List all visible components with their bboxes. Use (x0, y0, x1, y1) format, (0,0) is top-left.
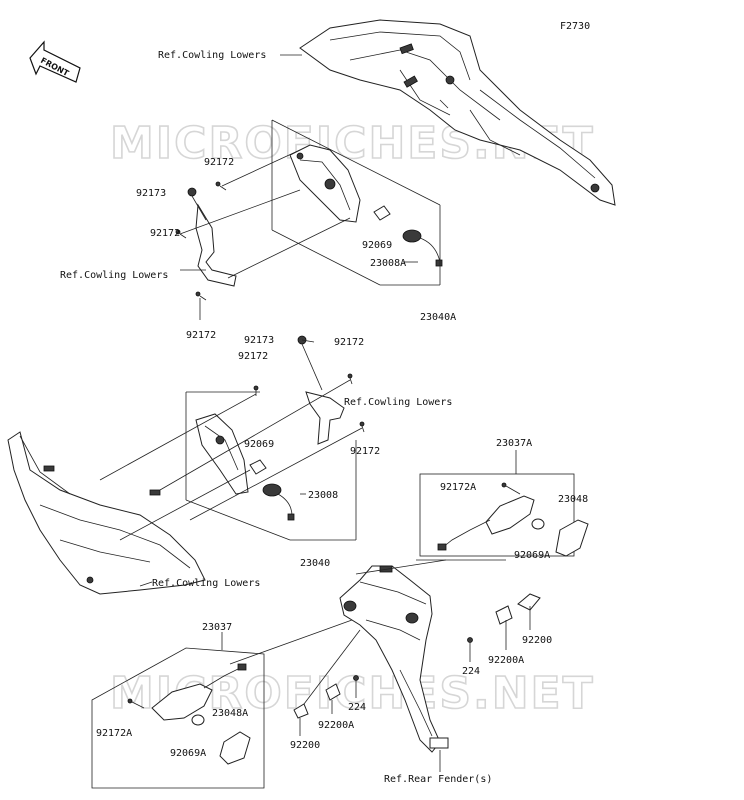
bulb-middle (249, 459, 267, 475)
label-92200A-a: 92200A (488, 655, 524, 666)
label-92172-d: 92172 (334, 337, 364, 348)
rear-fender-bracket (339, 565, 449, 753)
label-92172-b: 92172 (150, 228, 180, 239)
label-23048: 23048 (558, 494, 588, 505)
label-92172-c: 92172 (186, 330, 216, 341)
leader-lines-fender (229, 559, 531, 772)
label-ref-cowling-top: Ref.Cowling Lowers (158, 50, 266, 61)
label-92200-a: 92200 (522, 635, 552, 646)
label-23048A: 23048A (212, 708, 248, 719)
label-23040: 23040 (300, 558, 330, 569)
label-23040A: 23040A (420, 312, 456, 323)
label-92200A-b: 92200A (318, 720, 354, 731)
label-92173-a: 92173 (136, 188, 166, 199)
rear-signal-right (419, 450, 589, 557)
label-23008A: 23008A (370, 258, 406, 269)
label-92173-b: 92173 (244, 335, 274, 346)
label-92172A-b: 92172A (96, 728, 132, 739)
socket-middle (262, 483, 295, 521)
label-23008: 23008 (308, 490, 338, 501)
label-ref-cowling-left-upper: Ref.Cowling Lowers (60, 270, 168, 281)
part-labels: Ref.Cowling Lowers 92172 92173 92172 Ref… (60, 50, 588, 785)
label-92069-b: 92069 (244, 439, 274, 450)
turn-signal-housing-upper (289, 144, 361, 223)
label-23037A: 23037A (496, 438, 532, 449)
label-224-b: 224 (348, 702, 366, 713)
screws-upper (175, 181, 227, 301)
label-92069-a: 92069 (362, 240, 392, 251)
label-92172-a: 92172 (204, 157, 234, 168)
label-92069A-a: 92069A (514, 550, 550, 561)
label-92172-e: 92172 (238, 351, 268, 362)
label-92200-b: 92200 (290, 740, 320, 751)
label-ref-cowling-mid-right: Ref.Cowling Lowers (344, 397, 452, 408)
rear-cowl-illustration (299, 19, 616, 206)
leader-lines-upper (179, 54, 441, 320)
label-ref-cowling-bottom: Ref.Cowling Lowers (152, 578, 260, 589)
label-224-a: 224 (462, 666, 480, 677)
bracket-middle (297, 335, 345, 445)
rear-signal-left (91, 632, 265, 789)
lower-cowl-illustration (7, 431, 206, 595)
fender-small-parts (293, 593, 541, 719)
screws-middle (253, 373, 365, 433)
socket-upper (402, 229, 443, 267)
label-ref-rear-fender: Ref.Rear Fender(s) (384, 774, 492, 785)
leader-lines-middle (99, 339, 363, 587)
front-arrow-icon: FRONT (29, 40, 81, 83)
label-92069A-b: 92069A (170, 748, 206, 759)
bulb-upper (373, 205, 391, 221)
diagram-code: F2730 (560, 21, 590, 32)
label-92172A-a: 92172A (440, 482, 476, 493)
label-23037: 23037 (202, 622, 232, 633)
label-92172-f: 92172 (350, 446, 380, 457)
bracket-upper (187, 187, 237, 287)
